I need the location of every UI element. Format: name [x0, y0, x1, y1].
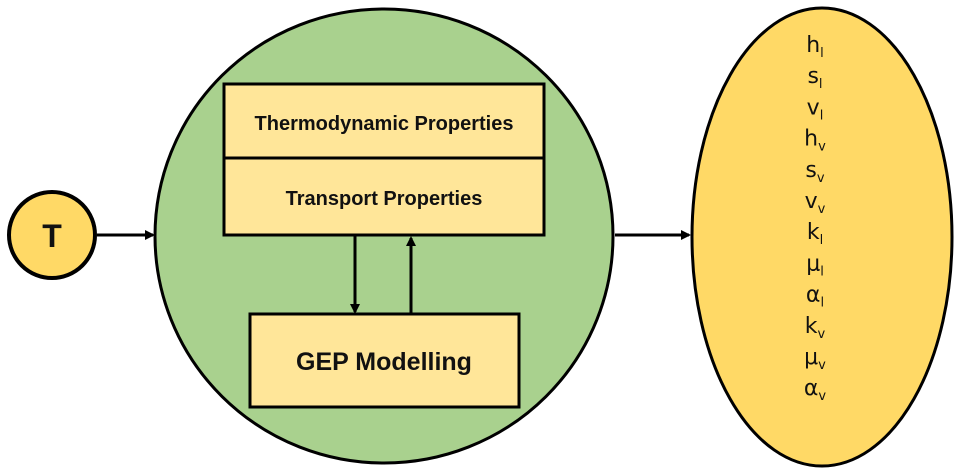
output-symbol-base: h [806, 33, 820, 58]
output-symbol-subscript: v [818, 202, 826, 217]
output-symbol: vl [807, 95, 824, 123]
output-ellipse [690, 6, 954, 468]
output-symbol-base: α [806, 283, 821, 308]
output-symbol-subscript: l [820, 233, 824, 248]
output-symbol: μv [804, 345, 826, 373]
output-symbol-subscript: v [818, 389, 826, 404]
output-symbol: hv [804, 127, 826, 155]
output-symbol: kl [807, 220, 823, 248]
output-symbol-base: α [804, 376, 819, 401]
transport-box [222, 156, 546, 237]
output-symbol-base: v [805, 189, 818, 214]
output-symbol-base: v [807, 95, 820, 120]
output-symbol-subscript: l [820, 264, 824, 279]
output-symbol: αv [804, 376, 827, 404]
output-symbol-subscript: v [818, 327, 826, 342]
output-symbol: vv [805, 189, 826, 217]
output-symbol: kv [805, 314, 826, 342]
transport-label: Transport Properties [286, 188, 483, 210]
output-symbol-subscript: l [820, 108, 824, 123]
gep-box [248, 312, 521, 409]
output-symbol: hl [806, 33, 824, 61]
output-symbol-base: μ [806, 251, 820, 276]
output-symbol-base: k [805, 314, 818, 339]
output-symbol: sv [805, 158, 824, 186]
gep-modelling-box: GEP Modelling [248, 312, 521, 409]
output-symbol-subscript: l [820, 46, 824, 61]
output-symbol-base: s [807, 64, 818, 89]
gep-label: GEP Modelling [296, 348, 472, 376]
output-symbol: αl [806, 283, 824, 311]
input-node-t: T [7, 190, 97, 280]
output-symbol-subscript: v [818, 358, 826, 373]
output-symbol-base: k [807, 220, 820, 245]
output-symbol: sl [807, 64, 822, 92]
output-symbol-base: s [805, 158, 816, 183]
output-symbol-base: h [804, 127, 818, 152]
properties-box: Thermodynamic Properties Transport Prope… [222, 82, 546, 237]
output-symbol: μl [806, 251, 824, 279]
output-symbol-subscript: v [817, 171, 825, 186]
output-symbol-subscript: v [818, 140, 826, 155]
input-label: T [42, 218, 62, 254]
input-circle [7, 190, 97, 280]
output-symbol-subscript: l [819, 77, 823, 92]
output-symbol-base: μ [804, 345, 818, 370]
output-symbol-subscript: l [820, 296, 824, 311]
thermodynamic-label: Thermodynamic Properties [255, 113, 514, 135]
